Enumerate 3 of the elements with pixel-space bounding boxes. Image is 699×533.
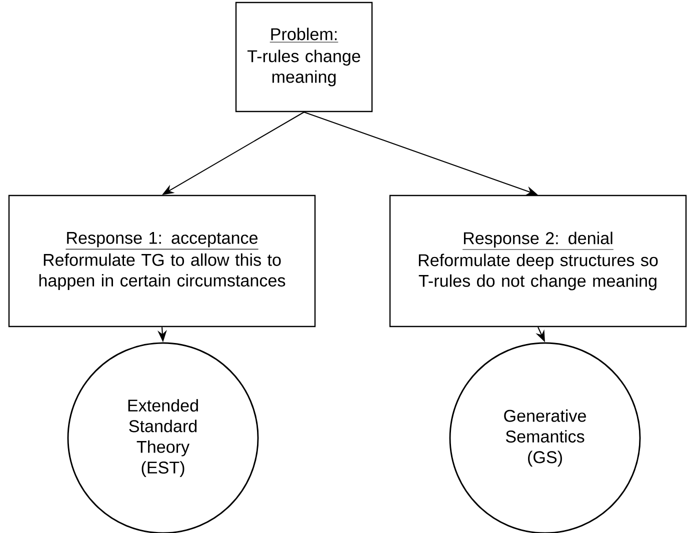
response-box: Response 1: acceptance Reformulate TG to allow this to happen in certain circumstances: [8, 194, 316, 328]
response-box: Response 2: denial Reformulate deep structures so T-rules do not change meaning: [389, 194, 687, 328]
problem-box: Problem: T-rules change meaning: [235, 2, 373, 112]
